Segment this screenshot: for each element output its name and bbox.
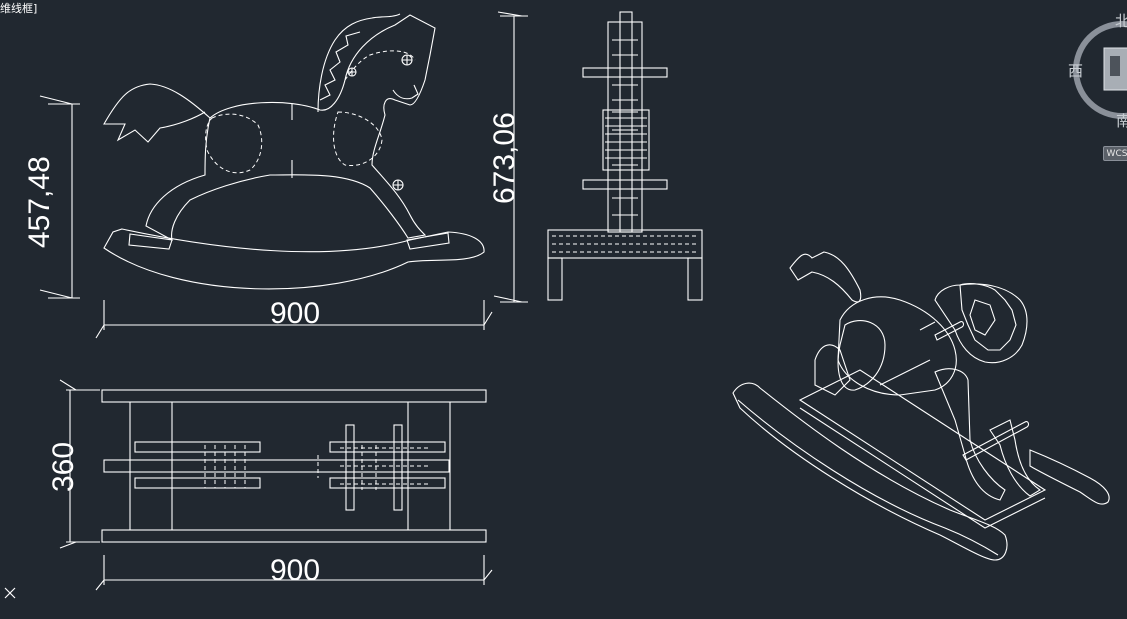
viewcube-north-label[interactable]: 北 [1115, 12, 1127, 30]
viewport-control-label[interactable]: 维线框] [0, 2, 38, 15]
front-elevation-view [547, 11, 703, 301]
top-plan-view: 360 900 [47, 379, 493, 591]
dim-top-width: 900 [270, 554, 320, 587]
ucs-icon [4, 587, 16, 599]
dim-side-height: 457,48 [23, 156, 56, 248]
dim-total-height: 673,06 [488, 112, 521, 204]
wcs-menu-button[interactable]: WCS [1103, 146, 1127, 161]
side-elevation-view: 457,48 900 673,06 [23, 11, 528, 339]
isometric-view [732, 251, 1110, 561]
viewcube-south-label[interactable]: 南 [1116, 112, 1127, 130]
viewcube[interactable]: 北 西 南 [1068, 12, 1127, 130]
viewcube-west-label[interactable]: 西 [1068, 62, 1083, 80]
dim-top-depth: 360 [47, 442, 80, 492]
dim-side-width: 900 [270, 297, 320, 330]
